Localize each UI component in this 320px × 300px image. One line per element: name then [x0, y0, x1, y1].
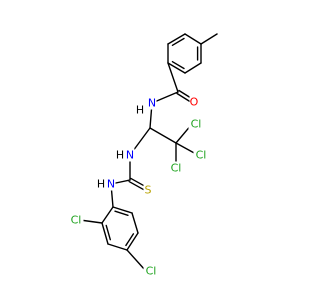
bond-r6-r1: [112, 206, 133, 214]
amide-nitrogen-label-background: [147, 96, 157, 110]
trichloromethyl-chlorine-label-3: Cl: [171, 162, 182, 175]
trichloromethyl-chlorine-label-2: Cl: [196, 149, 207, 162]
bond-t2-t3: [184, 62, 202, 74]
oxygen-atom-label: O: [190, 96, 199, 109]
amide-hydrogen-label-background: [136, 103, 144, 117]
trichloromethyl-chlorine-label-3-background: [168, 161, 184, 175]
thiourea-hydrogen-upper-label-background: [116, 148, 124, 162]
trichloromethyl-chlorine-label-1: Cl: [191, 118, 202, 131]
thiourea-hydrogen-lower-label: H: [97, 178, 105, 191]
bond-r5-r6: [131, 212, 139, 234]
bond-r3-r4: [107, 243, 128, 251]
bond-t5-t6: [167, 33, 186, 45]
sulfur-atom-label: S: [145, 184, 152, 197]
thiourea-hydrogen-lower-label-background: [97, 177, 105, 191]
bond-cm-cq: [149, 127, 177, 144]
bond-t3-t4-inner: [171, 60, 185, 70]
aryl-chlorine-label-meta: Cl: [146, 265, 157, 278]
aryl-chlorine-label-ortho: Cl: [71, 214, 82, 227]
bond-t3-t4: [167, 62, 186, 74]
bond-r2-r3-inner: [105, 224, 112, 241]
bond-t6-t1: [184, 33, 202, 45]
trichloromethyl-chlorine-label-2-background: [193, 148, 209, 162]
bond-cq-cl2: [175, 142, 197, 155]
bond-r4-clb: [126, 249, 146, 271]
oxygen-atom-label-background: [189, 95, 199, 109]
bond-r4-r5-inner: [125, 233, 135, 247]
trichloromethyl-chlorine-label-1-background: [188, 117, 204, 131]
bond-r2-r3: [101, 222, 109, 245]
bond-me-t1: [200, 33, 218, 45]
thiourea-nitrogen-upper-label: N: [126, 149, 134, 162]
aryl-chlorine-label-meta-background: [143, 264, 159, 278]
thiourea-nitrogen-lower-label: N: [107, 178, 115, 191]
thiourea-hydrogen-upper-label: H: [116, 149, 124, 162]
bond-r4-r5: [126, 232, 139, 251]
amide-nitrogen-label: N: [148, 97, 156, 110]
thiourea-nitrogen-lower-label-background: [106, 177, 116, 191]
bond-r2-cla: [79, 219, 103, 224]
bond-t4-cco: [167, 62, 179, 93]
sulfur-atom-label-background: [143, 183, 153, 197]
amide-hydrogen-label: H: [136, 104, 144, 117]
aryl-chlorine-label-ortho-background: [68, 213, 84, 227]
bond-r6-r1-inner: [114, 210, 129, 216]
thiourea-nitrogen-upper-label-background: [125, 148, 135, 162]
bond-r1-r2: [101, 206, 114, 224]
bond-t5-t6-inner: [171, 37, 185, 47]
